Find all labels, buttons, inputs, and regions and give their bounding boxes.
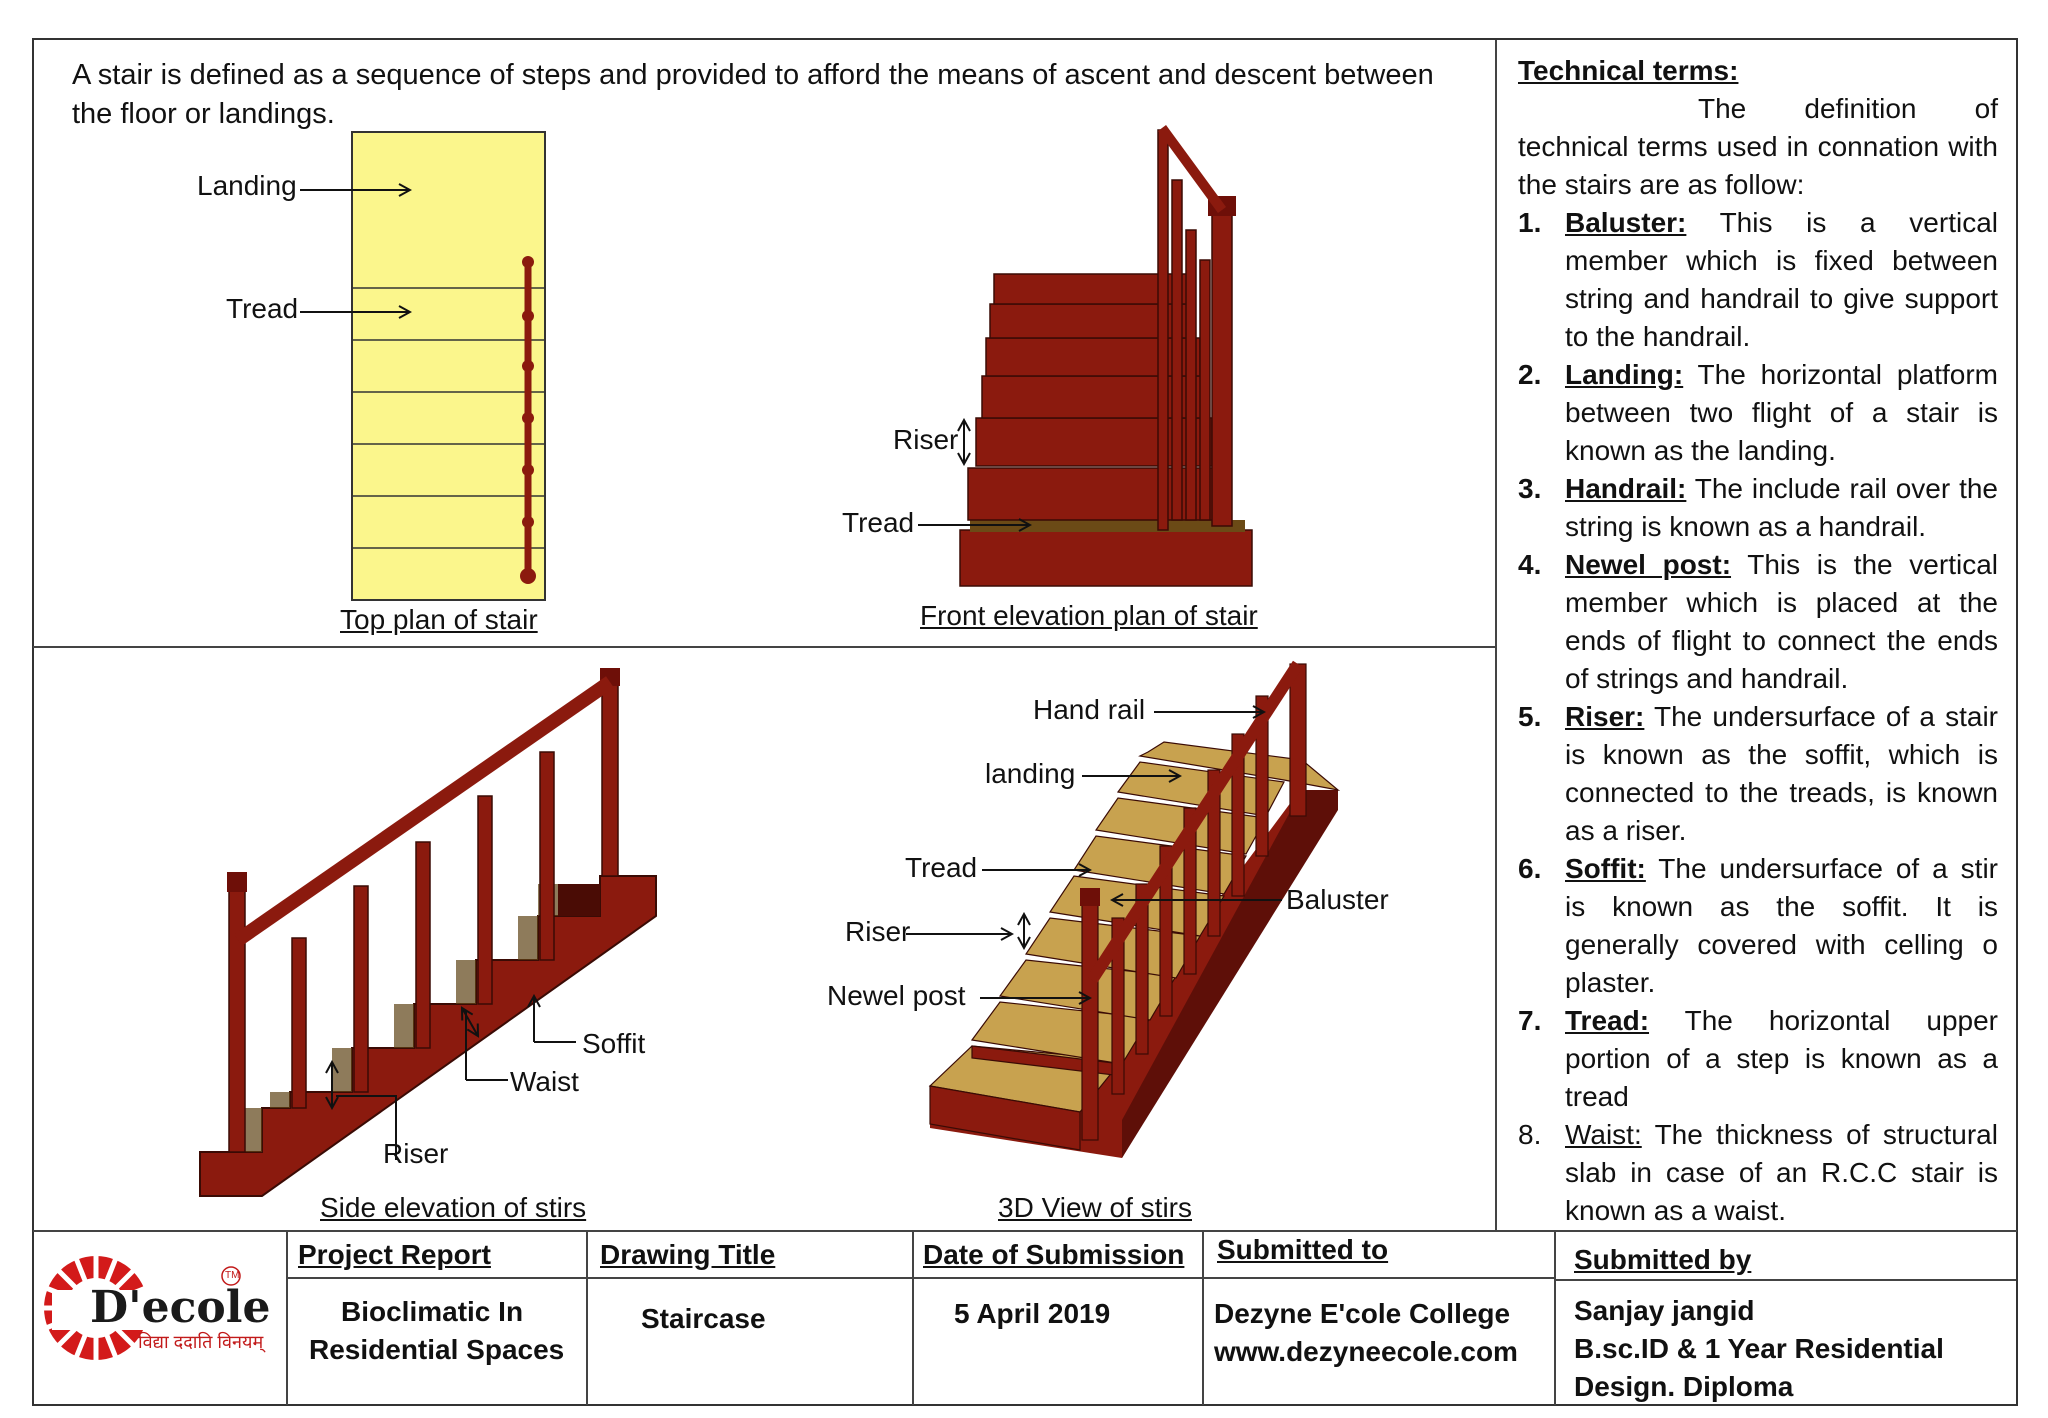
divider-middle <box>33 646 1497 648</box>
term-text: The horizontal upper portion of a step i… <box>1565 1005 1998 1112</box>
submitted-to-line2: www.dezyneecole.com <box>1214 1336 1518 1367</box>
term-text: The undersurface of a stir is known as t… <box>1565 853 1998 998</box>
side-elev-waist-label: Waist <box>510 1066 579 1097</box>
logo-wordmark: D'ecole <box>90 1282 271 1333</box>
project-report-head: Project Report <box>298 1239 491 1270</box>
submitted-to-head: Submitted to <box>1217 1234 1389 1265</box>
view3d-tread-label: Tread <box>905 852 978 883</box>
term-name: Waist: <box>1565 1119 1642 1150</box>
drawing-title-head: Drawing Title <box>600 1239 776 1270</box>
drawing-title-value: Staircase <box>641 1303 766 1334</box>
term-name: Riser: <box>1565 701 1645 732</box>
front-elev-tread-label: Tread <box>842 507 915 538</box>
side-elev-soffit-label: Soffit <box>582 1028 646 1059</box>
view3d-baluster-label: Baluster <box>1286 884 1389 915</box>
date-value: 5 April 2019 <box>954 1298 1111 1329</box>
term-text: The thickness of structural slab in case… <box>1565 1119 1998 1226</box>
terms-intro: The definition of technical terms used i… <box>1518 93 1998 200</box>
side-elev-riser-label: Riser <box>383 1138 449 1169</box>
view3d-caption: 3D View of stirs <box>998 1192 1192 1223</box>
top-plan-tread-label: Tread <box>226 293 299 324</box>
side-elevation-drawing <box>199 668 657 1197</box>
sheet-frame <box>32 38 2018 1406</box>
term-text: The horizontal platform between two flig… <box>1565 359 1998 466</box>
submitted-by-head: Submitted by <box>1574 1244 1752 1275</box>
term-name: Tread: <box>1565 1005 1650 1036</box>
term-item: 6.Soffit: The undersurface of a stir is … <box>1518 853 1998 998</box>
project-report-line1: Bioclimatic In <box>341 1296 524 1327</box>
term-name: Soffit: <box>1565 853 1646 884</box>
term-text: This is the vertical member which is pla… <box>1565 549 1998 694</box>
term-name: Baluster: <box>1565 207 1687 238</box>
term-text: The undersurface of a stair is known as … <box>1565 701 1998 846</box>
term-item: 4.Newel post: This is the vertical membe… <box>1518 549 1998 694</box>
term-name: Landing: <box>1565 359 1684 390</box>
view3d-hand-rail-label: Hand rail <box>1033 694 1146 725</box>
terms-list: 1.Baluster: This is a vertical member wh… <box>1518 204 1998 1230</box>
term-item: 8.Waist: The thickness of structural sla… <box>1518 1119 1998 1226</box>
logo-tm: TM <box>225 1270 240 1281</box>
top-plan-landing-label: Landing <box>197 170 297 201</box>
divider-vertical <box>1495 40 1497 1230</box>
submitted-by-line3: Design. Diploma <box>1574 1371 1794 1402</box>
divider-titleblock <box>33 1230 2017 1232</box>
term-item: 2.Landing: The horizontal platform betwe… <box>1518 359 1998 466</box>
intro-paragraph: A stair is defined as a sequence of step… <box>72 56 1472 134</box>
decole-logo <box>42 1254 242 1362</box>
intro-line-2: the floor or landings. <box>72 98 335 130</box>
term-item: 3.Handrail: The include rail over the st… <box>1518 473 1999 542</box>
title-block-grid <box>286 1231 2016 1405</box>
side-elev-caption: Side elevation of stirs <box>320 1192 587 1223</box>
terms-heading: Technical terms: <box>1518 55 1739 86</box>
date-head: Date of Submission <box>923 1239 1185 1270</box>
front-elev-caption: Front elevation plan of stair <box>920 600 1258 631</box>
term-name: Handrail: <box>1565 473 1687 504</box>
top-plan-caption: Top plan of stair <box>340 604 538 635</box>
technical-terms-panel: Technical terms: The definition of techn… <box>1518 52 1998 1230</box>
view3d-newel-post-label: Newel post <box>827 980 966 1011</box>
three-d-view-drawing <box>906 660 1341 1158</box>
project-report-line2: Residential Spaces <box>309 1334 565 1365</box>
term-item: 7.Tread: The horizontal upper portion of… <box>1518 1005 1998 1112</box>
term-item: 1.Baluster: This is a vertical member wh… <box>1518 207 1998 352</box>
intro-line-1: A stair is defined as a sequence of step… <box>72 59 1434 91</box>
term-item: 5.Riser: The undersurface of a stair is … <box>1518 701 1998 846</box>
top-plan-drawing <box>300 131 546 601</box>
view3d-landing-label: landing <box>985 758 1076 789</box>
term-text: The include rail over the string is know… <box>1565 473 1999 542</box>
front-elev-riser-label: Riser <box>893 424 959 455</box>
submitted-to-line1: Dezyne E'cole College <box>1214 1298 1511 1329</box>
submitted-by-line2: B.sc.ID & 1 Year Residential <box>1574 1333 1944 1364</box>
front-elevation-drawing <box>918 125 1253 587</box>
logo-tagline: विद्या ददाति विनयम् <box>138 1332 264 1352</box>
view3d-riser-label: Riser <box>845 916 911 947</box>
term-text: This is a vertical member which is fixed… <box>1565 207 1998 352</box>
term-name: Newel post: <box>1565 549 1732 580</box>
submitted-by-line1: Sanjay jangid <box>1574 1295 1755 1326</box>
